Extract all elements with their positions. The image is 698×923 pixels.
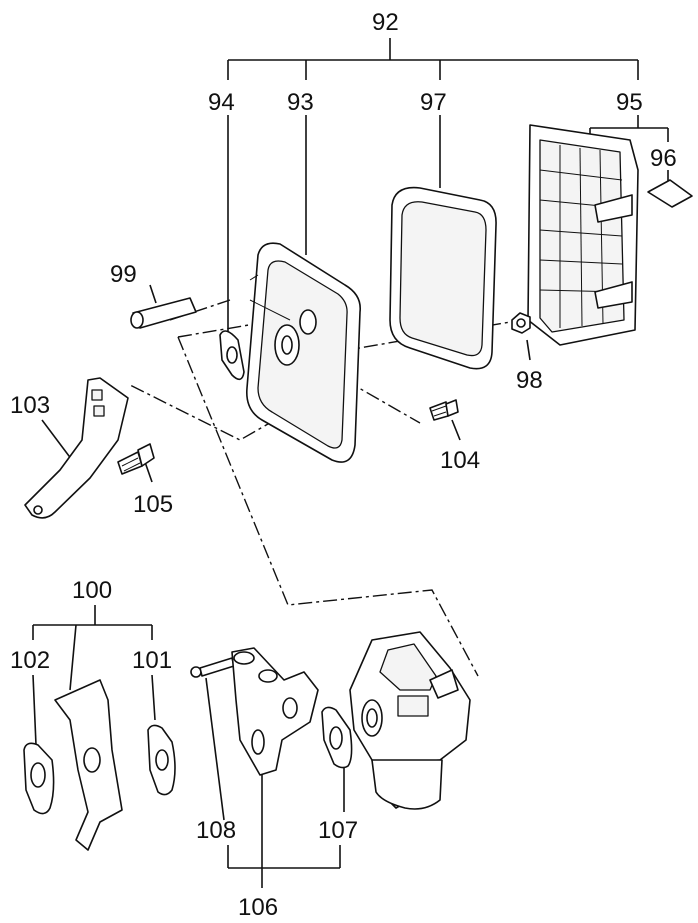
label-101: 101: [132, 647, 172, 674]
label-105: 105: [133, 491, 173, 518]
label-97: 97: [420, 89, 447, 116]
hex-nut: [511, 312, 531, 334]
label-92: 92: [372, 9, 399, 36]
label-106: 106: [238, 894, 278, 921]
mounting-bracket: [24, 377, 129, 519]
carburetor-gasket: [321, 706, 353, 769]
carburetor-elbow: [231, 647, 319, 776]
screw-108: [190, 657, 235, 678]
flange-bolt-105: [117, 443, 155, 475]
carburetor-body: [349, 631, 471, 810]
label-107: 107: [318, 817, 358, 844]
label-102: 102: [10, 647, 50, 674]
air-filter-element: [389, 186, 497, 370]
label-95: 95: [616, 89, 643, 116]
air-cleaner-cover: [527, 124, 639, 346]
leader-lines: [32, 38, 669, 888]
label-104: 104: [440, 447, 480, 474]
flange-bolt-104: [429, 399, 459, 421]
label-98: 98: [516, 367, 543, 394]
label-108: 108: [196, 817, 236, 844]
label-99: 99: [110, 261, 137, 288]
insulator-gasket-right: [147, 724, 176, 796]
breather-tube: [130, 297, 197, 329]
case-gasket: [219, 330, 245, 381]
label-93: 93: [287, 89, 314, 116]
label-plate: [647, 179, 693, 208]
carburetor-insulator: [54, 679, 123, 851]
air-cleaner-case: [245, 242, 362, 463]
label-100: 100: [72, 577, 112, 604]
label-103: 103: [10, 392, 50, 419]
label-96: 96: [650, 145, 677, 172]
label-94: 94: [208, 89, 235, 116]
insulator-gasket-left: [23, 742, 55, 815]
